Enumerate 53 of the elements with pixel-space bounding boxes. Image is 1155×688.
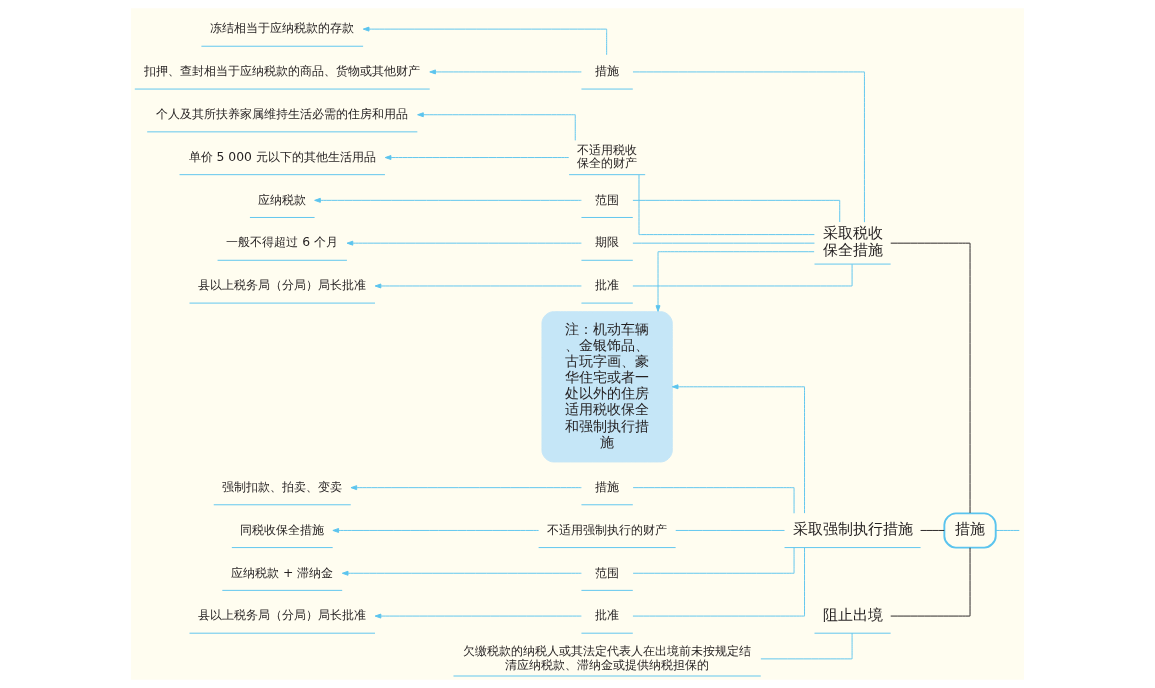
node-text: 范围 (595, 192, 620, 207)
connector (632, 242, 815, 244)
node-text: 县以上税务局（分局）局长批准 (198, 608, 367, 623)
node-text: 应纳税款 (258, 192, 307, 207)
node-text: 批准 (595, 278, 620, 293)
node-text: 范围 (595, 565, 620, 580)
arrow (350, 485, 582, 491)
arrow (374, 613, 582, 619)
connector (632, 263, 853, 287)
node-text: 采取强制执行措施 (792, 520, 913, 539)
connector (632, 487, 795, 514)
connector (632, 199, 841, 223)
connector (890, 242, 971, 514)
node-text: 措施 (595, 479, 620, 494)
connector (632, 547, 805, 617)
arrow (417, 112, 576, 141)
node-text: 批准 (595, 608, 620, 623)
node-text: 同税收保全措施 (240, 522, 325, 537)
arrow (384, 155, 570, 160)
connector (995, 529, 1020, 531)
connector (760, 632, 853, 660)
node-text: 不适用强制执行的财产 (547, 522, 668, 537)
node-text: 不适用税收保全的财产 (577, 143, 638, 171)
arrow (362, 26, 608, 56)
node-text: 采取税收保全措施 (822, 224, 883, 260)
node-text: 一般不得超过 6 个月 (226, 235, 339, 250)
node-text: 阻止出境 (822, 605, 883, 624)
arrow (341, 570, 582, 576)
node-box: 注：机动车辆、金银饰品、古玩字画、豪华住宅或者一处以外的住房适用税收保全和强制执行措施 (541, 311, 673, 463)
arrow (346, 240, 582, 246)
arrow (429, 69, 582, 75)
connector (920, 529, 945, 531)
arrow (655, 251, 815, 312)
node-text: 单价 5 000 元以下的其他生活用品 (188, 149, 376, 164)
arrow (671, 384, 805, 514)
arrow (374, 283, 582, 289)
node-text: 个人及其所扶养家属维持生活必需的住房和用品 (156, 106, 409, 121)
connector (675, 529, 785, 531)
node-text: 措施 (595, 64, 620, 79)
node-text: 强制扣款、拍卖、变卖 (222, 479, 343, 494)
connector (890, 547, 971, 617)
node-text: 期限 (595, 235, 620, 250)
node-text: 扣押、查封相当于应纳税款的商品、货物或其他财产 (144, 64, 421, 79)
connector (632, 547, 795, 574)
connector (632, 71, 865, 223)
node-text: 欠缴税款的纳税人或其法定代表人在出境前未按规定结清应纳税款、滞纳金或提供纳税担保的 (463, 644, 752, 672)
node-text: 应纳税款 + 滞纳金 (231, 565, 334, 580)
arrow (332, 528, 540, 533)
connector (638, 174, 815, 236)
node-text: 冻结相当于应纳税款的存款 (210, 21, 355, 36)
node-text: 县以上税务局（分局）局长批准 (198, 278, 367, 293)
node-box: 措施 (943, 512, 997, 549)
arrow (314, 197, 582, 203)
